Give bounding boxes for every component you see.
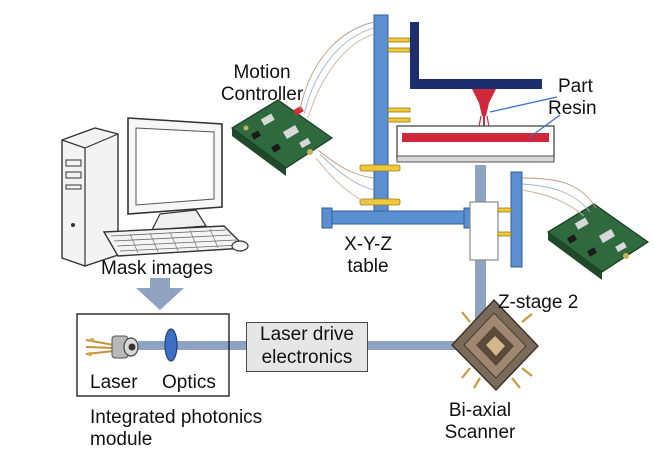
xyz-base-arm (327, 210, 469, 225)
laser-drive-label-line2: electronics (261, 347, 353, 368)
part-callout-line (489, 96, 558, 113)
scanner-label-line2: Scanner (444, 422, 516, 443)
motion-controller-label: Motion Controller (216, 62, 308, 106)
resin-label: Resin (548, 98, 597, 119)
mask-images-label: Mask images (101, 258, 213, 279)
laser-label: Laser (90, 372, 138, 393)
mask-images-arrow (136, 278, 184, 310)
photonics-module-frame (76, 313, 230, 397)
bi-axial-scanner (451, 298, 539, 392)
build-platform (410, 22, 542, 133)
laser-diode-icon (85, 335, 139, 359)
resin-callout-line (529, 114, 561, 138)
z-stage-controller-board (546, 203, 650, 280)
computer-mouse (231, 240, 249, 252)
computer-monitor (127, 117, 223, 231)
controller-wires (299, 21, 597, 217)
xyz-clamp-lower (359, 198, 401, 206)
photonics-module-label-line2: module (90, 429, 153, 450)
motion-controller-board (230, 99, 334, 176)
computer-keyboard (102, 225, 248, 257)
bi-axial-scanner-label: Bi-axial Scanner (432, 400, 528, 444)
motion-controller-label-line1: Motion (233, 62, 291, 83)
motion-controller-label-line2: Controller (220, 84, 304, 105)
z-stage-rail (510, 171, 523, 268)
xyz-clamp-upper (359, 164, 401, 172)
xyz-table-label-line1: X-Y-Z (344, 234, 392, 255)
laser-drive-electronics-box: Laser drive electronics (246, 322, 368, 372)
xyz-table (321, 14, 473, 229)
xyz-vertical-post (373, 14, 389, 221)
xyz-table-label-line2: table (347, 256, 389, 277)
xyz-table-label: X-Y-Z table (332, 234, 404, 278)
computer (61, 117, 249, 267)
scanner-label-line1: Bi-axial (448, 400, 512, 421)
z-stage-carriage (469, 201, 499, 261)
z-stage-2 (469, 171, 523, 268)
part-shape (472, 89, 496, 116)
computer-tower (61, 127, 119, 267)
photonics-module-label-line1: Integrated photonics (90, 407, 263, 428)
resin-vat (396, 125, 555, 163)
optics-lens-icon (164, 328, 178, 362)
part-label: Part (558, 76, 593, 97)
optics-label: Optics (162, 372, 216, 393)
resin-layer (402, 133, 549, 142)
z-stage-2-label: Z-stage 2 (498, 292, 579, 313)
integrated-photonics-module-label: Integrated photonics module (90, 407, 262, 451)
laser-drive-label-line1: Laser drive (260, 324, 354, 345)
